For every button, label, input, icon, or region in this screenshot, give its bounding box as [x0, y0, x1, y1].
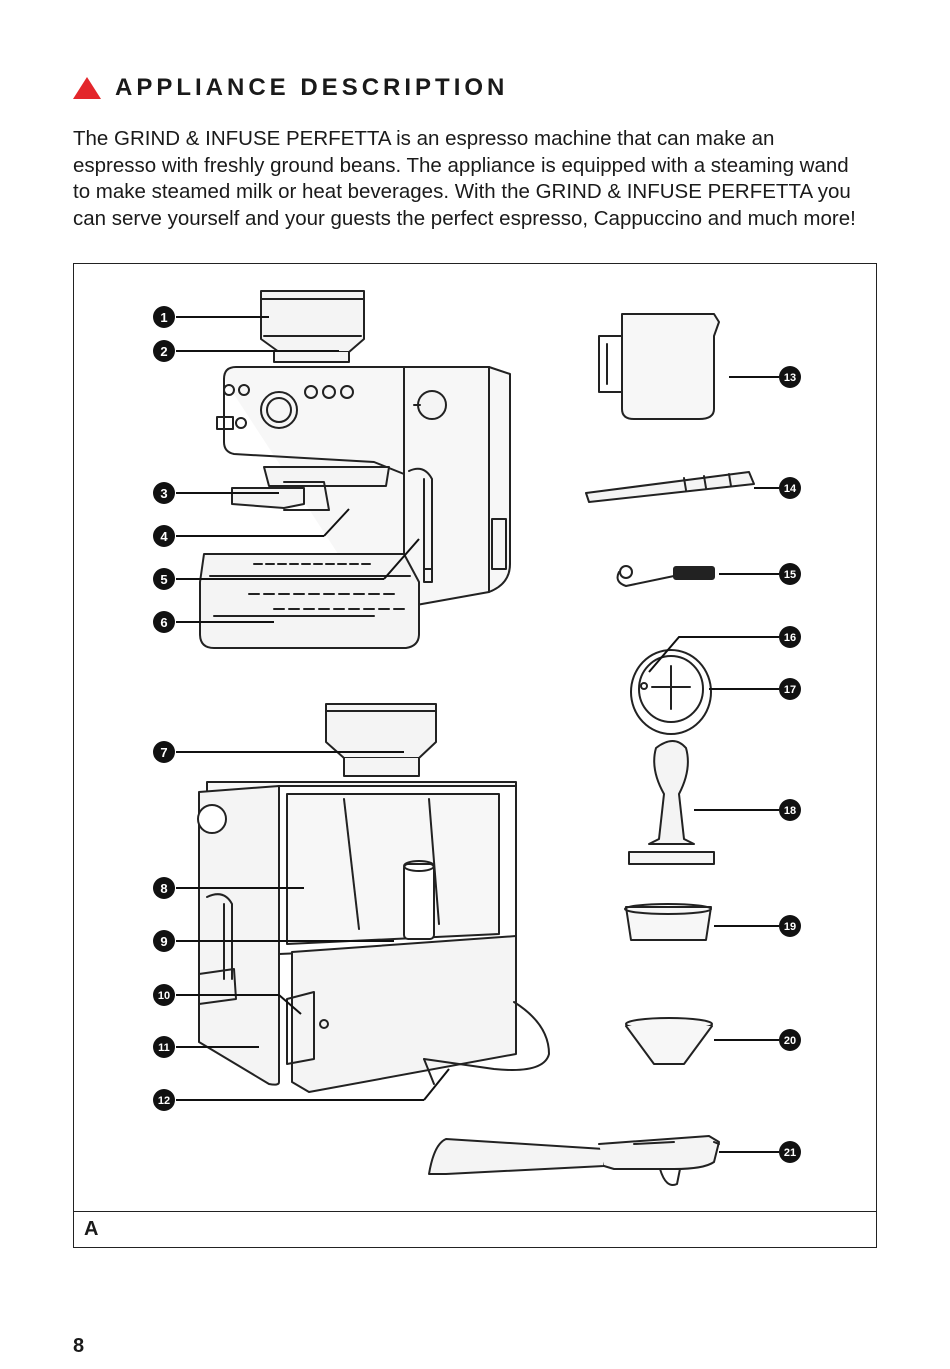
svg-text:6: 6: [160, 615, 167, 630]
appliance-figure: 1 2 3 4 5 6 7 8 9 10 11 12 13 14 15 16 1…: [73, 263, 877, 1248]
svg-text:21: 21: [784, 1147, 796, 1159]
callout-14: 14: [779, 477, 801, 499]
svg-text:18: 18: [784, 805, 796, 817]
tamper-drawing: [628, 740, 715, 865]
svg-text:12: 12: [158, 1095, 170, 1107]
svg-text:10: 10: [158, 990, 170, 1002]
svg-text:1: 1: [160, 310, 167, 325]
callout-17: 17: [779, 678, 801, 700]
callout-18: 18: [779, 799, 801, 821]
cleaning-disc-drawing: [630, 649, 712, 735]
callout-2: 2: [153, 340, 175, 362]
filter-basket-drawing: [624, 903, 712, 941]
svg-text:5: 5: [160, 572, 167, 587]
portafilter-drawing: [428, 1135, 720, 1186]
figure-label: A: [74, 1211, 876, 1247]
callout-10: 10: [153, 984, 175, 1006]
callout-21: 21: [779, 1141, 801, 1163]
svg-text:13: 13: [784, 372, 796, 384]
warning-triangle-icon: [73, 77, 101, 99]
callout-markers: 1 2 3 4 5 6 7 8 9 10 11 12 13 14 15 16 1…: [153, 306, 801, 1163]
callout-9: 9: [153, 930, 175, 952]
svg-text:2: 2: [160, 344, 167, 359]
callout-5: 5: [153, 568, 175, 590]
svg-text:3: 3: [160, 486, 167, 501]
callout-19: 19: [779, 915, 801, 937]
svg-text:16: 16: [784, 632, 796, 644]
section-title: APPLIANCE DESCRIPTION: [115, 74, 509, 101]
appliance-illustration: 1 2 3 4 5 6 7 8 9 10 11 12 13 14 15 16 1…: [153, 290, 801, 1186]
section-heading: APPLIANCE DESCRIPTION: [73, 72, 508, 104]
svg-text:4: 4: [160, 529, 168, 544]
dosing-funnel-drawing: [625, 1017, 713, 1065]
milk-jug-drawing: [598, 313, 720, 420]
scoop-drawing: [585, 471, 755, 503]
svg-text:15: 15: [784, 569, 796, 581]
callout-3: 3: [153, 482, 175, 504]
callout-11: 11: [153, 1036, 175, 1058]
callout-4: 4: [153, 525, 175, 547]
svg-text:20: 20: [784, 1035, 796, 1047]
svg-text:17: 17: [784, 684, 796, 696]
svg-text:11: 11: [158, 1042, 170, 1054]
svg-text:8: 8: [160, 881, 167, 896]
callout-8: 8: [153, 877, 175, 899]
callout-7: 7: [153, 741, 175, 763]
page-number: 8: [73, 1335, 85, 1357]
callout-1: 1: [153, 306, 175, 328]
callout-13: 13: [779, 366, 801, 388]
callout-16: 16: [779, 626, 801, 648]
svg-text:9: 9: [160, 934, 167, 949]
callout-12: 12: [153, 1089, 175, 1111]
callout-15: 15: [779, 563, 801, 585]
intro-paragraph: The GRIND & INFUSE PERFETTA is an espres…: [73, 127, 856, 230]
espresso-machine-back-drawing: [197, 703, 550, 1093]
cleaning-brush-drawing: [616, 565, 715, 587]
espresso-machine-front-drawing: [199, 290, 511, 649]
callout-20: 20: [779, 1029, 801, 1051]
svg-text:7: 7: [160, 745, 167, 760]
callout-6: 6: [153, 611, 175, 633]
svg-text:14: 14: [784, 483, 797, 495]
svg-text:19: 19: [784, 921, 796, 933]
